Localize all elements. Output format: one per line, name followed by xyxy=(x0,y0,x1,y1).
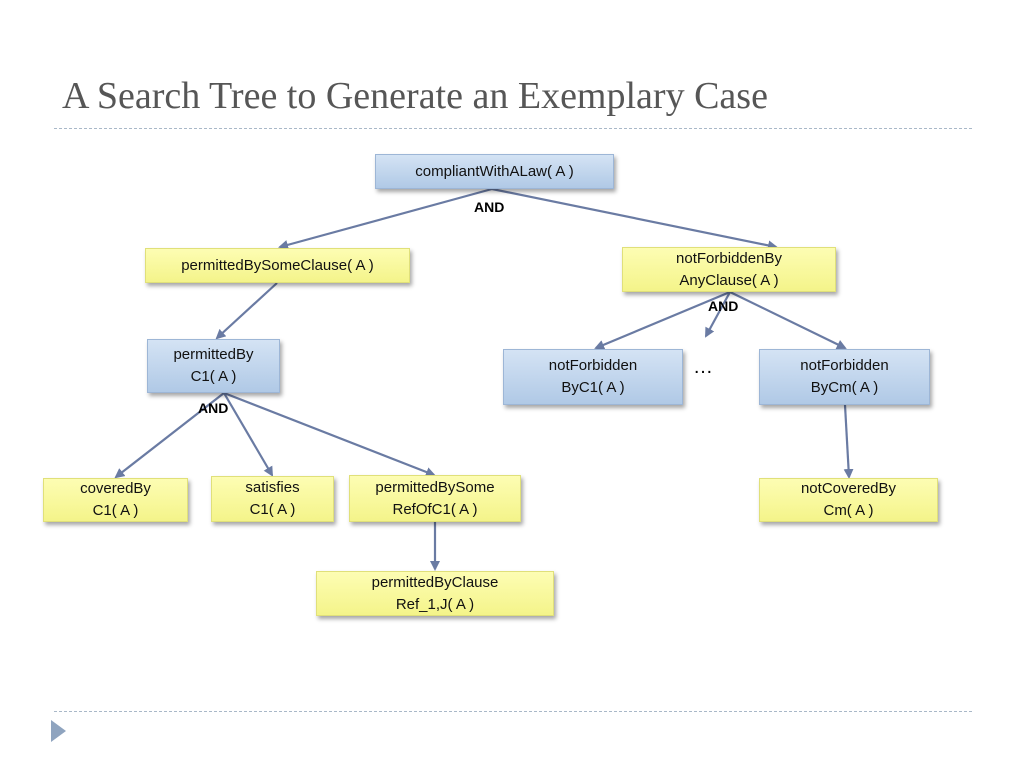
edge-permitted-to-c1 xyxy=(215,282,278,340)
node-line: satisfies xyxy=(245,479,300,496)
node-permitted-by-some-ref-of-c1: permittedBySome RefOfC1( A ) xyxy=(349,475,521,522)
edge-c1-to-satisfies xyxy=(223,392,274,477)
edge-c1-to-coveredby xyxy=(114,392,225,479)
node-line: notCoveredBy xyxy=(800,480,897,497)
node-covered-by-c1: coveredBy C1( A ) xyxy=(43,478,188,522)
node-permitted-by-c1: permittedBy C1( A ) xyxy=(147,339,280,393)
node-satisfies-c1: satisfies C1( A ) xyxy=(211,476,334,522)
node-line: C1( A ) xyxy=(249,501,296,518)
play-arrow-icon[interactable] xyxy=(51,720,66,742)
node-line: ByC1( A ) xyxy=(561,379,625,396)
node-line: Ref_1,J( A ) xyxy=(395,595,475,613)
and-label-root: AND xyxy=(474,199,505,215)
edge-root-to-notforbidden xyxy=(491,187,778,251)
node-line: permittedBy xyxy=(173,346,254,363)
node-permitted-by-clause-ref: permittedByClause Ref_1,J( A ) xyxy=(316,571,554,616)
node-line: C1( A ) xyxy=(190,368,237,385)
node-line: permittedByClause xyxy=(371,573,499,591)
node-line: AnyClause( A ) xyxy=(679,271,779,289)
footer-divider xyxy=(54,711,972,712)
node-line: compliantWithALaw( A ) xyxy=(415,162,574,180)
edge-root-to-permitted xyxy=(278,187,493,250)
slide-title: A Search Tree to Generate an Exemplary C… xyxy=(62,75,768,117)
node-line: coveredBy xyxy=(80,480,151,497)
node-not-forbidden-by-any-clause: notForbiddenBy AnyClause( A ) xyxy=(622,247,836,292)
node-line: permittedBySome xyxy=(375,478,495,496)
title-divider xyxy=(54,128,972,129)
and-label-not-forbidden: AND xyxy=(708,298,739,314)
node-line: RefOfC1( A ) xyxy=(392,500,478,518)
node-line: notForbidden xyxy=(548,357,638,374)
edge-notforbidden-to-c1 xyxy=(594,290,731,350)
edge-notforbidden-to-cm xyxy=(729,291,847,349)
and-label-permitted-c1: AND xyxy=(198,400,229,416)
node-permitted-by-some-clause: permittedBySomeClause( A ) xyxy=(145,248,410,283)
node-line: Cm( A ) xyxy=(823,502,874,519)
node-line: permittedBySomeClause( A ) xyxy=(181,256,374,274)
node-not-forbidden-by-c1: notForbidden ByC1( A ) xyxy=(503,349,683,405)
node-line: notForbiddenBy xyxy=(676,249,782,267)
node-line: ByCm( A ) xyxy=(810,379,879,396)
node-not-forbidden-by-cm: notForbidden ByCm( A ) xyxy=(759,349,930,405)
node-not-covered-by-cm: notCoveredBy Cm( A ) xyxy=(759,478,938,522)
node-compliant-with-a-law: compliantWithALaw( A ) xyxy=(375,154,614,189)
node-line: notForbidden xyxy=(800,357,889,374)
edge-cm-to-notcoveredby xyxy=(843,404,854,479)
edge-c1-to-refofc1 xyxy=(223,391,436,477)
ellipsis-more-clauses: … xyxy=(693,356,714,378)
node-line: C1( A ) xyxy=(92,502,139,519)
edge-notforbidden-to-ellipsis xyxy=(705,291,731,338)
